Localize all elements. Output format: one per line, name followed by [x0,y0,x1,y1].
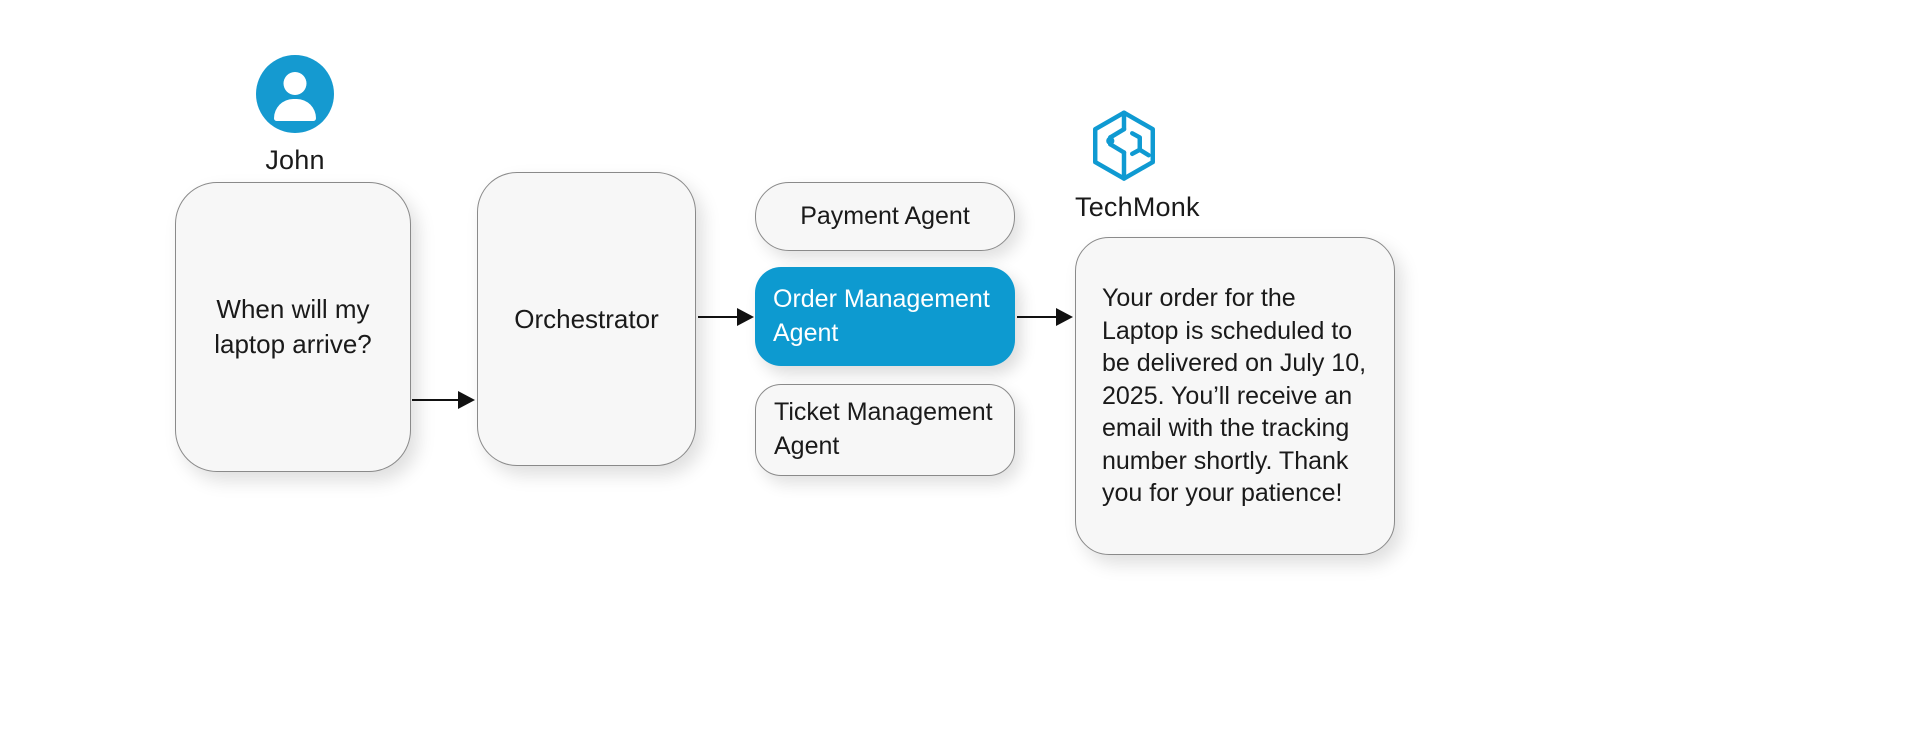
user-name-label: John [265,145,325,175]
agent-label: Payment Agent [800,201,970,230]
brand-name-label: TechMonk [1075,192,1200,222]
arrow-head-icon [1056,308,1073,326]
logo-node-dot [1106,136,1115,145]
user-question-text: When will my laptop arrive? [214,294,372,359]
arrow-question-to-orchestrator [412,390,475,410]
arrow-shaft [1017,316,1058,318]
agent-card-payment[interactable]: Payment Agent [755,182,1015,251]
user-question-card[interactable]: When will my laptop arrive? [175,182,411,472]
avatar-head-shape [283,72,307,95]
arrow-head-icon [458,391,475,409]
agent-response-card[interactable]: Your order for the Laptop is scheduled t… [1075,237,1395,555]
techmonk-hexagon-logo-icon [1092,110,1156,181]
arrow-agent-to-response [1017,307,1073,327]
agent-card-order-management[interactable]: Order Management Agent [755,267,1015,366]
brand-block: TechMonk [1075,110,1200,223]
arrow-shaft [698,316,739,318]
agent-label: Order Management Agent [773,284,990,347]
orchestrator-card[interactable]: Orchestrator [477,172,696,466]
user-avatar-icon [256,55,334,133]
avatar-body-shape [274,99,316,121]
arrow-head-icon [737,308,754,326]
agent-card-ticket-management[interactable]: Ticket Management Agent [755,384,1015,476]
agent-label: Ticket Management Agent [774,398,993,460]
arrow-shaft [412,399,460,401]
agent-response-text: Your order for the Laptop is scheduled t… [1102,284,1367,508]
orchestrator-label: Orchestrator [514,303,659,334]
arrow-orchestrator-to-agent [698,307,754,327]
user-block: John [175,55,415,176]
